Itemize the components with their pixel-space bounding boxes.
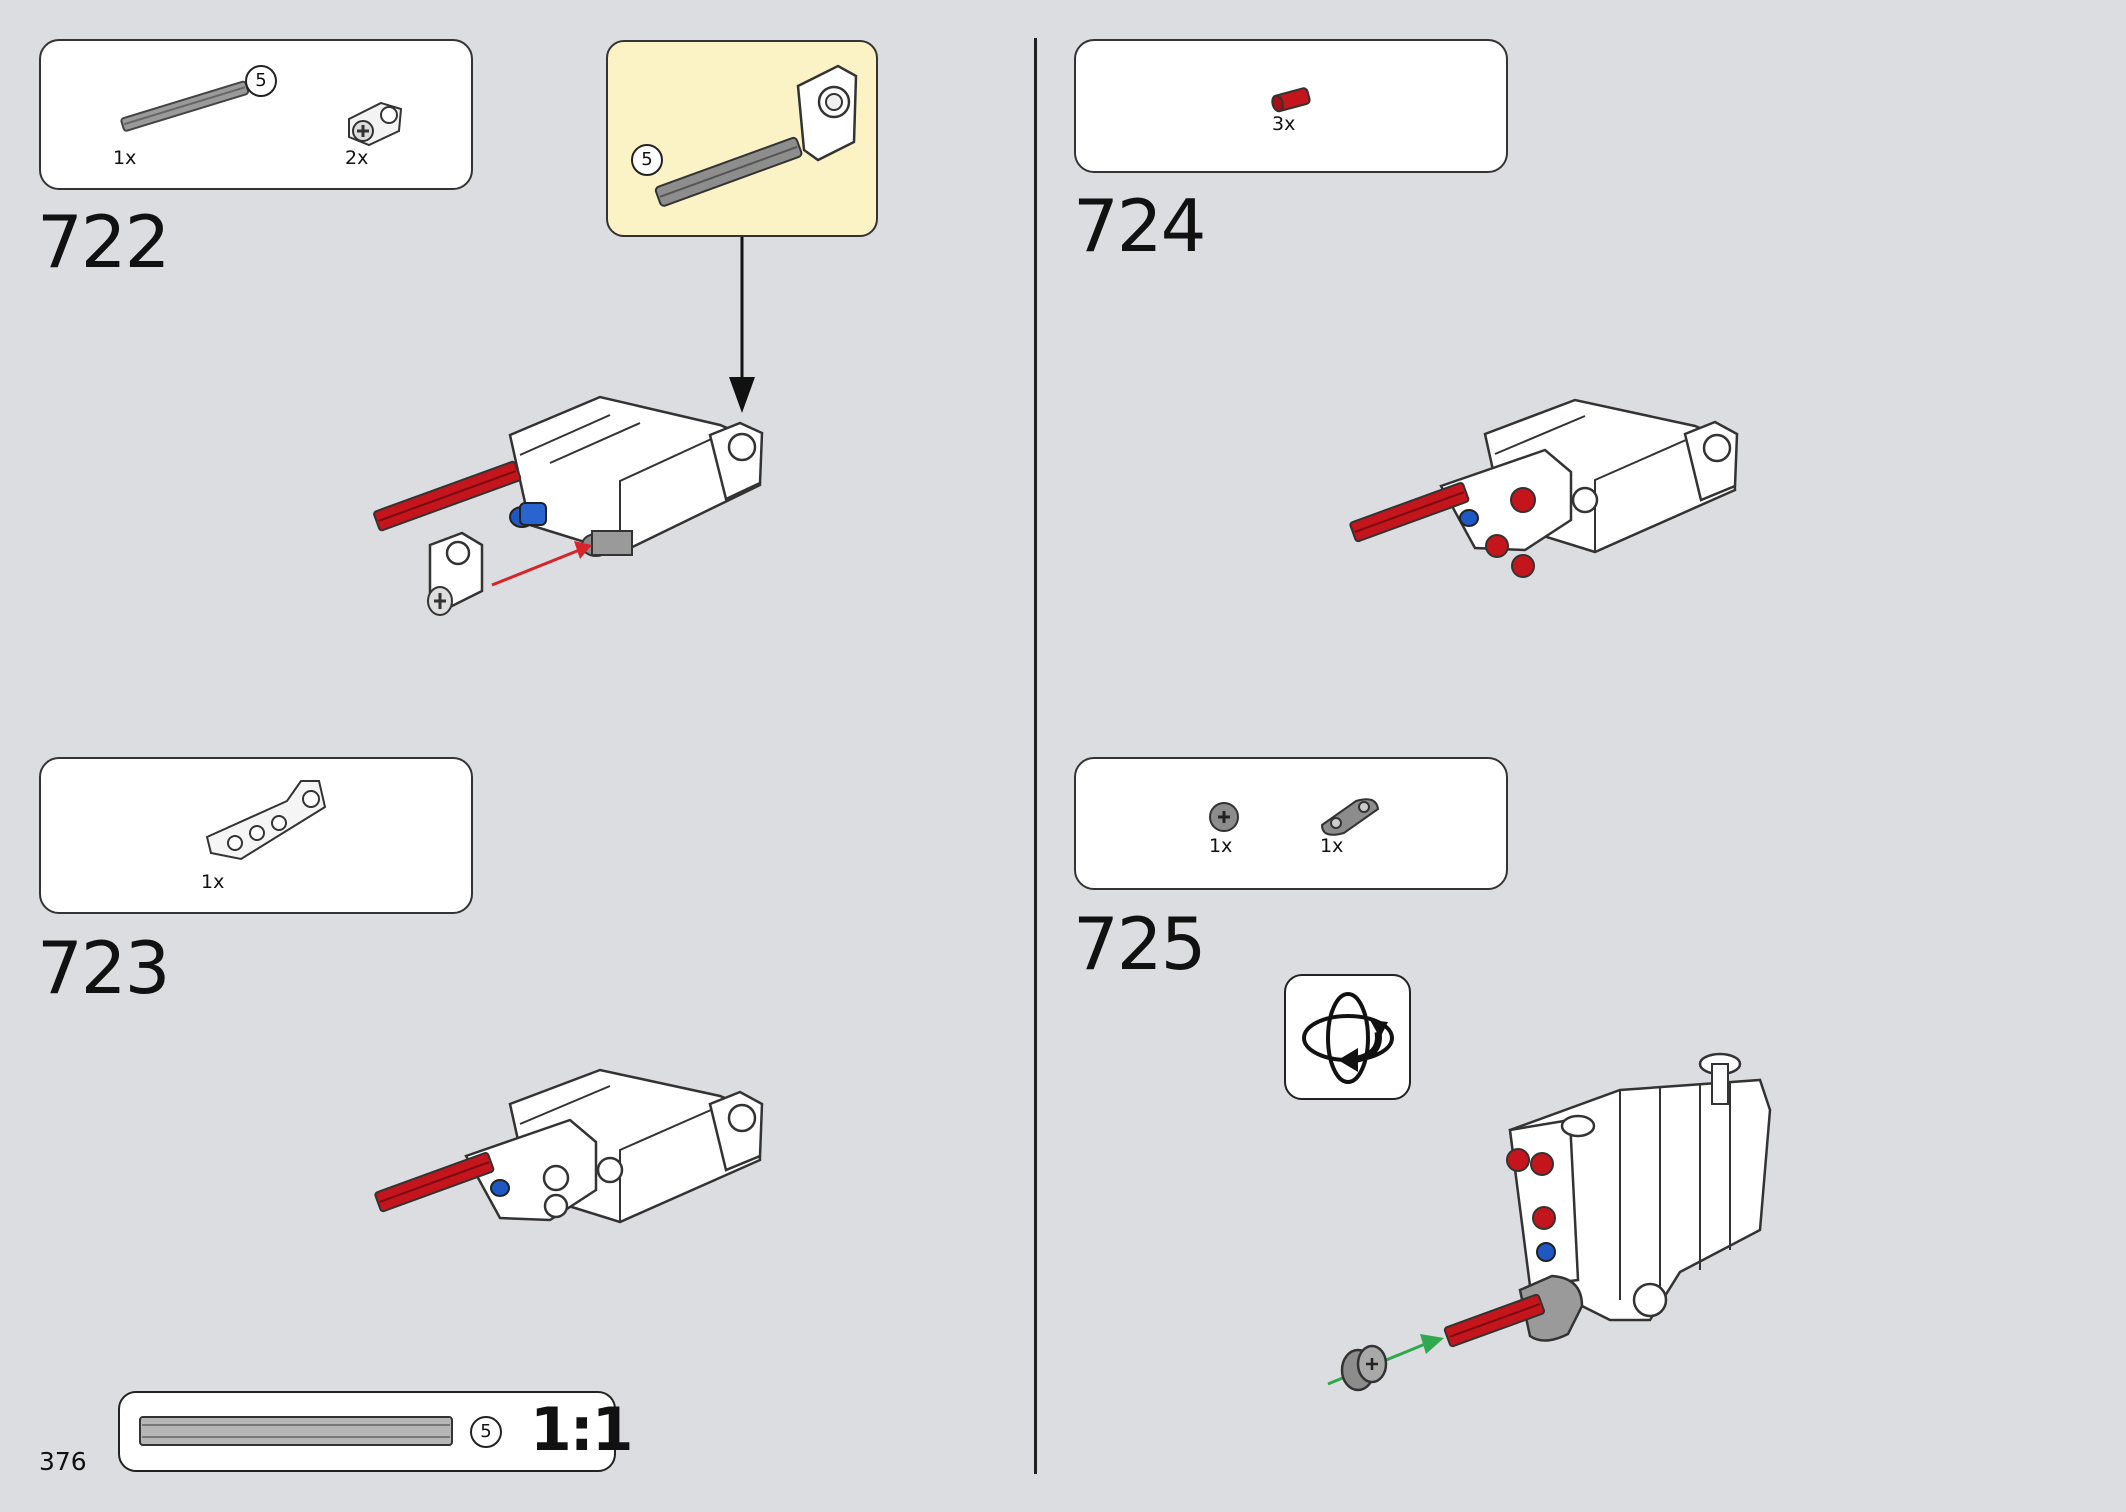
red-insert-arrow: [491, 547, 583, 587]
rotate-model-box: [1284, 974, 1411, 1100]
blue-pin: [509, 502, 547, 528]
part-qty: 1x: [1209, 835, 1233, 857]
red-pin: [1485, 534, 1509, 558]
step-723-model: [374, 1068, 764, 1224]
blue-pin: [1536, 1242, 1556, 1262]
bent-beam-part: [205, 780, 327, 861]
callout-arrow: [729, 237, 755, 413]
part-qty: 1x: [113, 147, 137, 169]
red-pin: [1511, 554, 1535, 578]
part-qty: 3x: [1272, 113, 1296, 135]
pin-connector-part: [348, 101, 403, 147]
red-pin: [1506, 1148, 1530, 1172]
grey-axle-end: [581, 530, 633, 557]
axle-with-connector: [654, 64, 858, 207]
step-725-parts-box: 1x 1x: [1074, 757, 1508, 890]
step-number-724: 724: [1073, 184, 1206, 268]
part-qty: 1x: [201, 871, 225, 893]
axle-length-badge: 5: [631, 144, 663, 176]
axle-scale-ruler: 5 1:1: [118, 1391, 633, 1472]
red-friction-pin-part: [1271, 87, 1311, 113]
step-722-parts-box: 5 1x 2x: [39, 39, 473, 190]
step-number-725: 725: [1073, 902, 1206, 986]
scale-label: 1:1: [530, 1395, 633, 1465]
step-number-723: 723: [37, 926, 170, 1010]
red-pin: [1532, 1206, 1556, 1230]
step-724-model: [1349, 398, 1739, 578]
axle-5-part: [120, 80, 250, 132]
red-pin: [1510, 487, 1536, 513]
axle-length-badge: 5: [470, 1416, 502, 1448]
rotate-icon: [1302, 992, 1394, 1084]
axle-5-actual-size: [139, 1416, 453, 1446]
step-725-model: [1327, 1052, 1772, 1392]
red-axle: [374, 1151, 495, 1213]
red-axle: [1349, 481, 1470, 543]
red-axle: [373, 460, 522, 532]
red-pin: [1530, 1152, 1554, 1176]
part-qty: 2x: [345, 147, 369, 169]
step-724-parts-box: 3x: [1074, 39, 1508, 173]
beam-2-part: [1320, 798, 1380, 836]
axle-length-badge: 5: [245, 65, 277, 97]
page-divider: [1034, 38, 1037, 1474]
subassembly-callout: 5: [606, 40, 878, 237]
part-qty: 1x: [1320, 835, 1344, 857]
step-722-model: [373, 395, 764, 616]
page-number: 376: [39, 1447, 87, 1476]
bush-part: [1209, 802, 1239, 832]
step-723-parts-box: 1x: [39, 757, 473, 914]
step-number-722: 722: [37, 200, 170, 284]
red-axle: [1443, 1293, 1546, 1348]
